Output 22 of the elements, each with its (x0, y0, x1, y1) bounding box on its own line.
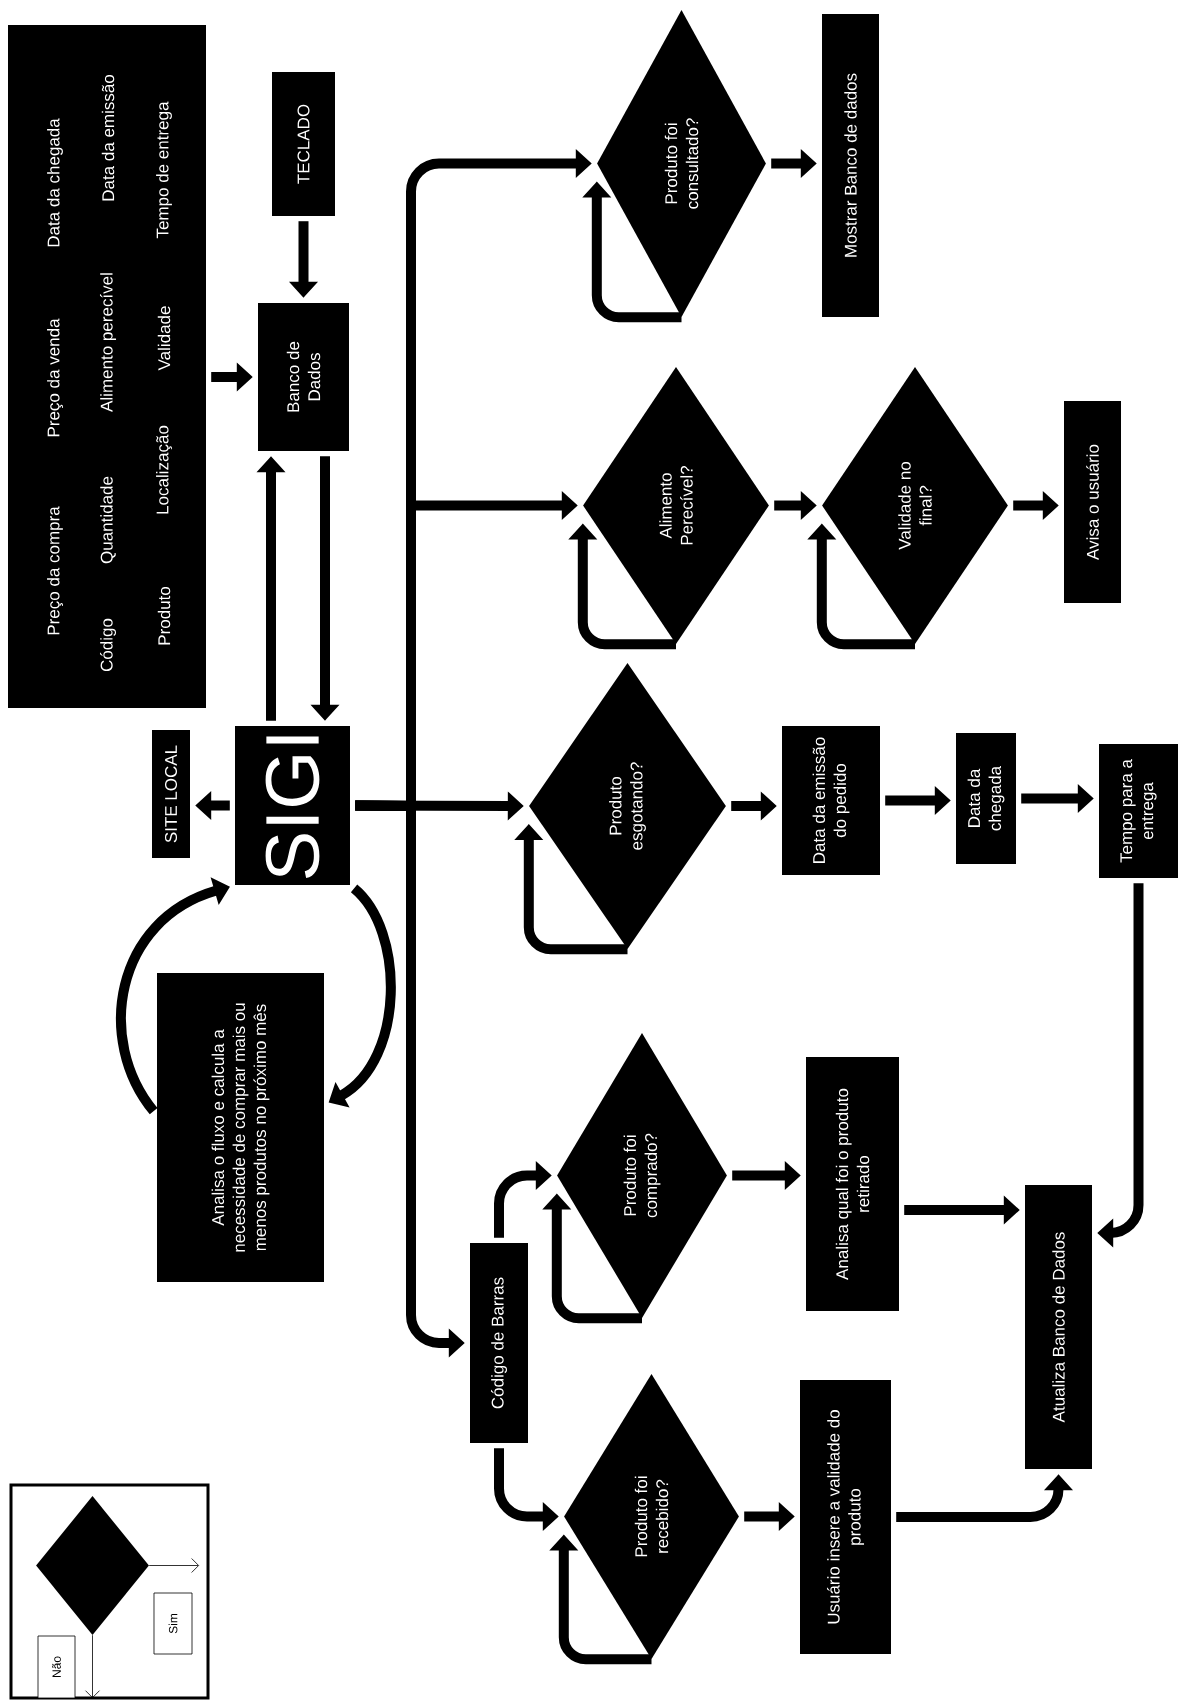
process-box: Usuário insere a validade do produto (800, 1380, 891, 1654)
arrow (85, 1634, 100, 1699)
curved-arrow (116, 877, 230, 1114)
process-box: Data da chegada (956, 733, 1016, 864)
process-box: SITE LOCAL (152, 730, 190, 858)
process-box: Banco de Dados (258, 303, 349, 451)
key-frame (9, 1483, 210, 1700)
process-box: Analisa o fluxo e calcula a necessidade de comprar mais ou menos produtos no próximo mês (157, 973, 324, 1282)
system-box: SIGI (235, 726, 350, 885)
decision-diamond (36, 1496, 149, 1635)
process-box: Código de Barras (470, 1243, 528, 1443)
process-box: Mostrar Banco de dados (822, 14, 879, 317)
process-box: TECLADO (272, 72, 335, 216)
process-box: Atualiza Banco de Dados (1025, 1185, 1092, 1469)
label-box: Não (37, 1635, 76, 1699)
arrow (148, 1558, 200, 1573)
label-box: Sim (153, 1592, 193, 1655)
attribute-list-box: Preço da compra Preço da venda Data da chegada Código Quantidade Alimento perecível Data da emissão Produto Localização Validade Tempo de entrega (8, 25, 206, 708)
process-box: Data da emissão do pedido (782, 726, 880, 875)
process-box: Avisa o usuário (1064, 401, 1121, 603)
process-box: Analisa qual foi o produto retirado (806, 1057, 899, 1311)
process-box: Tempo para a entrega (1099, 744, 1178, 878)
